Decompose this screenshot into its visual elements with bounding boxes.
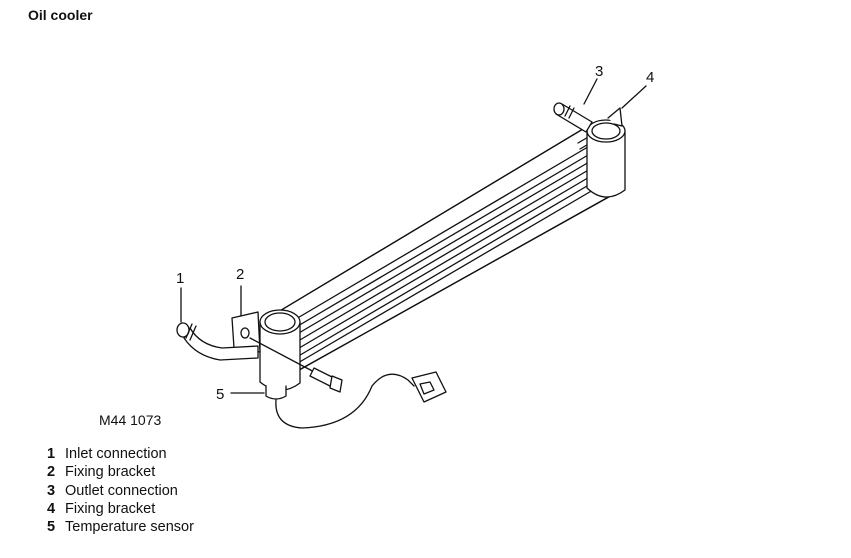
legend-number: 2 xyxy=(47,464,56,481)
legend-number: 5 xyxy=(47,519,56,536)
fixing-bolt xyxy=(249,337,343,393)
right-end-tank xyxy=(586,119,626,198)
figure-reference: M44 1073 xyxy=(99,412,162,428)
temperature-sensor xyxy=(265,371,447,429)
legend-number: 3 xyxy=(47,482,56,499)
legend-item: 4 Fixing bracket xyxy=(47,500,194,518)
legend-item: 5 Temperature sensor xyxy=(47,518,194,536)
legend-item: 2 Fixing bracket xyxy=(47,463,194,481)
legend: 1 Inlet connection 2 Fixing bracket 3 Ou… xyxy=(47,445,194,536)
legend-item: 1 Inlet connection xyxy=(47,445,194,463)
legend-label: Temperature sensor xyxy=(65,519,194,536)
legend-label: Fixing bracket xyxy=(65,464,156,481)
legend-label: Fixing bracket xyxy=(65,500,156,517)
legend-label: Inlet connection xyxy=(65,446,167,462)
left-end-tank xyxy=(259,309,301,391)
callout-5: 5 xyxy=(216,386,224,403)
inlet-pipe xyxy=(176,322,259,361)
left-fixing-bracket xyxy=(231,311,261,353)
right-fixing-bracket xyxy=(607,107,623,127)
leader-lines xyxy=(180,78,647,394)
page-title: Oil cooler xyxy=(28,7,93,23)
outlet-pipe xyxy=(553,102,593,133)
legend-label: Outlet connection xyxy=(65,482,178,499)
legend-item: 3 Outlet connection xyxy=(47,482,194,500)
cooler-core xyxy=(267,125,615,375)
legend-number: 4 xyxy=(47,500,56,517)
legend-number: 1 xyxy=(47,446,56,462)
callout-3: 3 xyxy=(595,63,603,80)
callout-2: 2 xyxy=(236,266,244,283)
callout-1: 1 xyxy=(176,270,184,287)
callout-4: 4 xyxy=(646,69,654,86)
